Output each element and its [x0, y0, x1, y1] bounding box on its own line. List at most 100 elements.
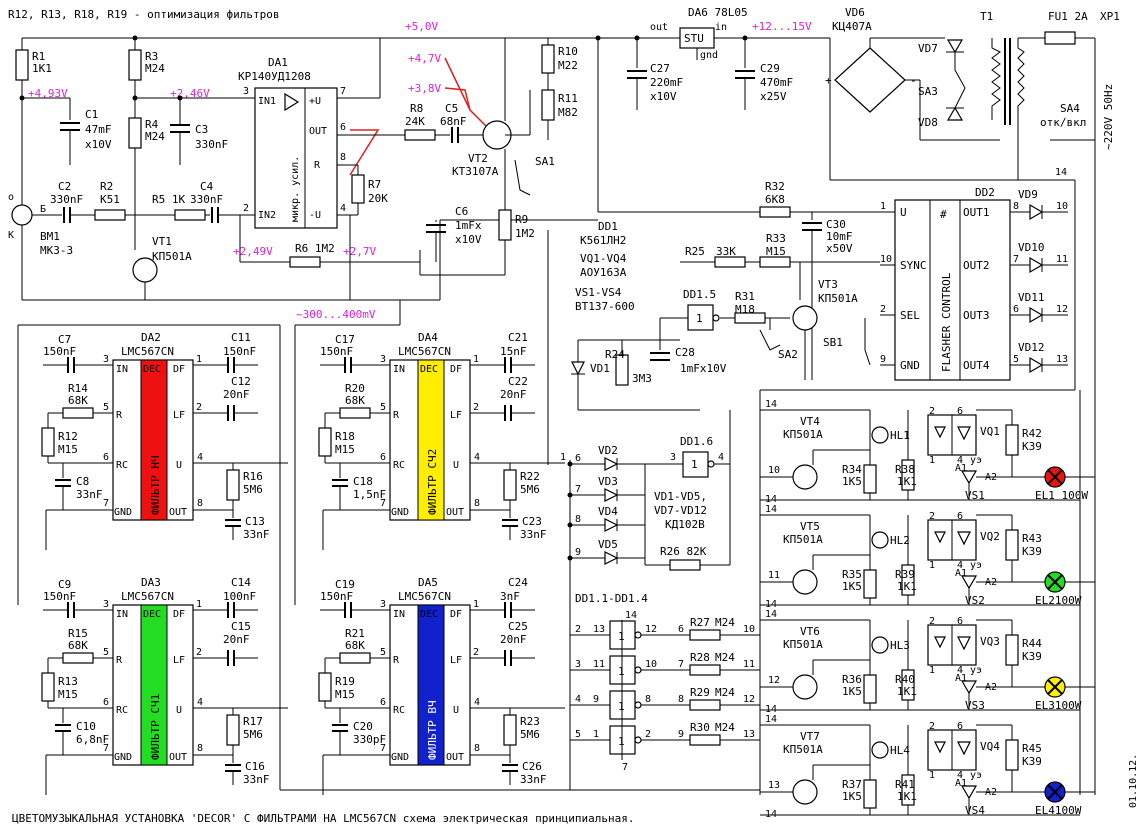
cap-label: 1,5nF	[353, 488, 386, 501]
inverter-symbol: 1	[618, 735, 625, 748]
triac-label: VS1	[965, 489, 985, 502]
pin-num: 1	[929, 455, 935, 466]
pot-label: R18	[335, 430, 355, 443]
transistor-label: VT5	[800, 520, 820, 533]
svg-text:1: 1	[691, 458, 698, 471]
pin-num: 2	[473, 402, 479, 413]
svg-text:R32: R32	[765, 180, 785, 193]
diode-label: VD11	[1018, 291, 1045, 304]
resistor-label: R39	[895, 568, 915, 581]
cap-label: 6,8nF	[76, 733, 109, 746]
resistor-label: K39	[1022, 650, 1042, 663]
svg-text:o: o	[8, 192, 14, 203]
cap-label: C11	[231, 331, 251, 344]
svg-text:K51: K51	[100, 193, 120, 206]
pin-lf: LF	[450, 410, 462, 421]
resistor-label: M24	[715, 686, 735, 699]
svg-text:M15: M15	[766, 245, 786, 258]
resistor-label: K39	[1022, 755, 1042, 768]
filter-type: LMC567CN	[121, 345, 174, 358]
svg-text:BT137-600: BT137-600	[575, 300, 635, 313]
transistor-label: КП501А	[783, 743, 823, 756]
dd2-pin-num: 8	[1013, 201, 1019, 212]
svg-text:x10V: x10V	[650, 90, 677, 103]
svg-text:R24: R24	[605, 348, 625, 361]
triac-icon	[960, 680, 978, 695]
diode-label: VD2	[598, 444, 618, 457]
pin-gnd: GND	[391, 752, 409, 763]
svg-text:VT2: VT2	[468, 152, 488, 165]
svg-text:FU1 2A: FU1 2A	[1048, 10, 1088, 23]
pin-rc: RC	[116, 705, 128, 716]
resistor-label: 68K	[68, 639, 88, 652]
svg-text:C29: C29	[760, 62, 780, 75]
logic-section: DD1 К561ЛН2 VQ1-VQ4 АОУ163А VS1-VS4 BT13…	[560, 167, 1068, 773]
resistor-label: R15	[68, 627, 88, 640]
pin-dec: DEC	[420, 609, 438, 620]
triac-icon	[960, 575, 978, 590]
pin-num: 3	[103, 354, 109, 365]
pin-r: R	[116, 655, 123, 666]
svg-text:6K8: 6K8	[765, 193, 785, 206]
cap-label: 20nF	[500, 633, 527, 646]
diode-icon	[604, 518, 619, 532]
svg-text:VD1-VD5,: VD1-VD5,	[654, 490, 707, 503]
svg-text:R11: R11	[558, 92, 578, 105]
diode-icon	[1029, 356, 1044, 374]
filter-id: DA4	[418, 331, 438, 344]
net-label: 8	[575, 514, 581, 525]
svg-text:M18: M18	[735, 303, 755, 316]
dd2-pin-num: 5	[1013, 354, 1019, 365]
resistor-label: R23	[520, 715, 540, 728]
svg-text:R26 82K: R26 82K	[660, 545, 707, 558]
opto-led-icon	[934, 531, 946, 544]
v-47: +4,7V	[408, 52, 441, 65]
opto-triac-icon	[957, 741, 971, 756]
net-label: 7	[575, 484, 581, 495]
cap-label: C18	[353, 475, 373, 488]
net-label: 8	[678, 694, 684, 705]
pin-u: U	[176, 705, 182, 716]
svg-text:DD1.1-DD1.4: DD1.1-DD1.4	[575, 592, 648, 605]
transistor-label: КП501А	[783, 533, 823, 546]
v-493: +4,93V	[28, 87, 68, 100]
svg-text:R33: R33	[766, 232, 786, 245]
resistor-label: R35	[842, 568, 862, 581]
cap-label: 20nF	[500, 388, 527, 401]
filter-label: ФИЛЬТР СЧ2	[426, 449, 439, 515]
resistor-label: R37	[842, 778, 862, 791]
svg-text:R5 1K: R5 1K	[152, 193, 185, 206]
pin-gnd: GND	[114, 752, 132, 763]
dd2-pin-left: U	[900, 206, 907, 219]
pin-in: IN	[393, 609, 405, 620]
mosfet-icon	[792, 569, 818, 595]
dd2-pin-num: 10	[880, 254, 892, 265]
svg-text:C5: C5	[445, 102, 458, 115]
filter-type: LMC567CN	[121, 590, 174, 603]
net-label: 14	[765, 399, 777, 410]
svg-text:VD6: VD6	[845, 6, 865, 19]
net-label: 3	[575, 659, 581, 670]
resistor-label: R34	[842, 463, 862, 476]
net-label: 12	[768, 675, 780, 686]
svg-text:BM1: BM1	[40, 230, 60, 243]
led-label: HL2	[890, 534, 910, 547]
diode-label: VD10	[1018, 241, 1045, 254]
svg-text:C3: C3	[195, 123, 208, 136]
svg-text:VS1-VS4: VS1-VS4	[575, 286, 622, 299]
voltage-labels: +5,0V +4,7V +3,8V +4,93V +2,46V +2,49V +…	[28, 20, 812, 321]
microphone-icon	[11, 204, 33, 226]
resistor-label: R30	[690, 721, 710, 734]
pin-num: 1	[929, 665, 935, 676]
svg-text:отк/вкл: отк/вкл	[1040, 116, 1086, 129]
resistor-label: R36	[842, 673, 862, 686]
pin-lf: LF	[173, 655, 185, 666]
svg-text:10mF: 10mF	[826, 230, 853, 243]
net-label: 14	[765, 599, 777, 610]
led-label: HL4	[890, 744, 910, 757]
diode-label: VD4	[598, 505, 618, 518]
net-label: 12	[1056, 304, 1068, 315]
resistor-label: R44	[1022, 637, 1042, 650]
